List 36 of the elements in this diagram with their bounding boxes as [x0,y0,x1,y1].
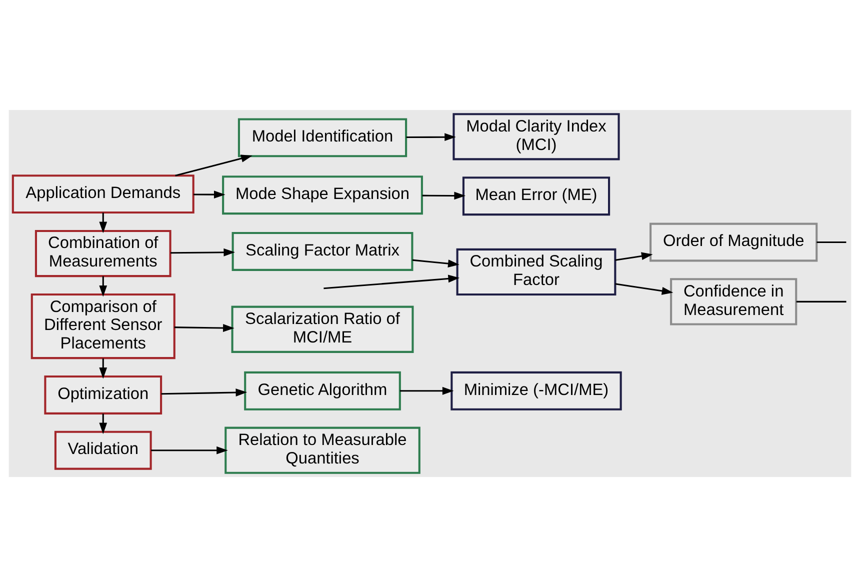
arrow [193,190,226,199]
node-box: Model Identification [238,118,408,158]
node-box: Genetic Algorithm [244,371,401,410]
arrow [99,212,108,234]
node-box: Confidence in Measurement [670,278,798,326]
node-box: Scalarization Ratio of MCI/ME [231,306,414,353]
arrow [400,386,454,395]
connector [816,241,846,244]
arrow [151,446,228,454]
arrow [99,358,108,379]
arrow [324,274,460,290]
node-box: Scaling Factor Matrix [232,232,414,271]
node-box: Optimization [44,376,162,414]
node-box: Minimize (-MCI/ME) [450,371,622,410]
connector [796,300,846,302]
arrow [422,192,466,200]
arrow [175,154,252,176]
arrow [406,133,456,142]
node-box: Combined Scaling Factor [456,248,616,296]
node-box: Mean Error (ME) [462,176,610,216]
node-box: Modal Clarity Index (MCI) [452,113,620,160]
arrow [99,276,108,297]
arrow [615,283,674,295]
arrow [174,324,234,332]
node-box: Validation [54,430,152,470]
node-box: Application Demands [12,174,194,214]
arrow [161,388,248,396]
node-box: Combination of Measurements [34,230,172,278]
node-box: Order of Magnitude [650,222,818,262]
arrow [99,414,108,434]
arrow [412,259,460,268]
node-box: Mode Shape Expansion [222,176,423,215]
node-box: Comparison of Different Sensor Placements [30,294,176,360]
arrow [615,252,653,261]
arrow [170,248,235,256]
node-box: Relation to Measurable Quantities [224,426,420,474]
